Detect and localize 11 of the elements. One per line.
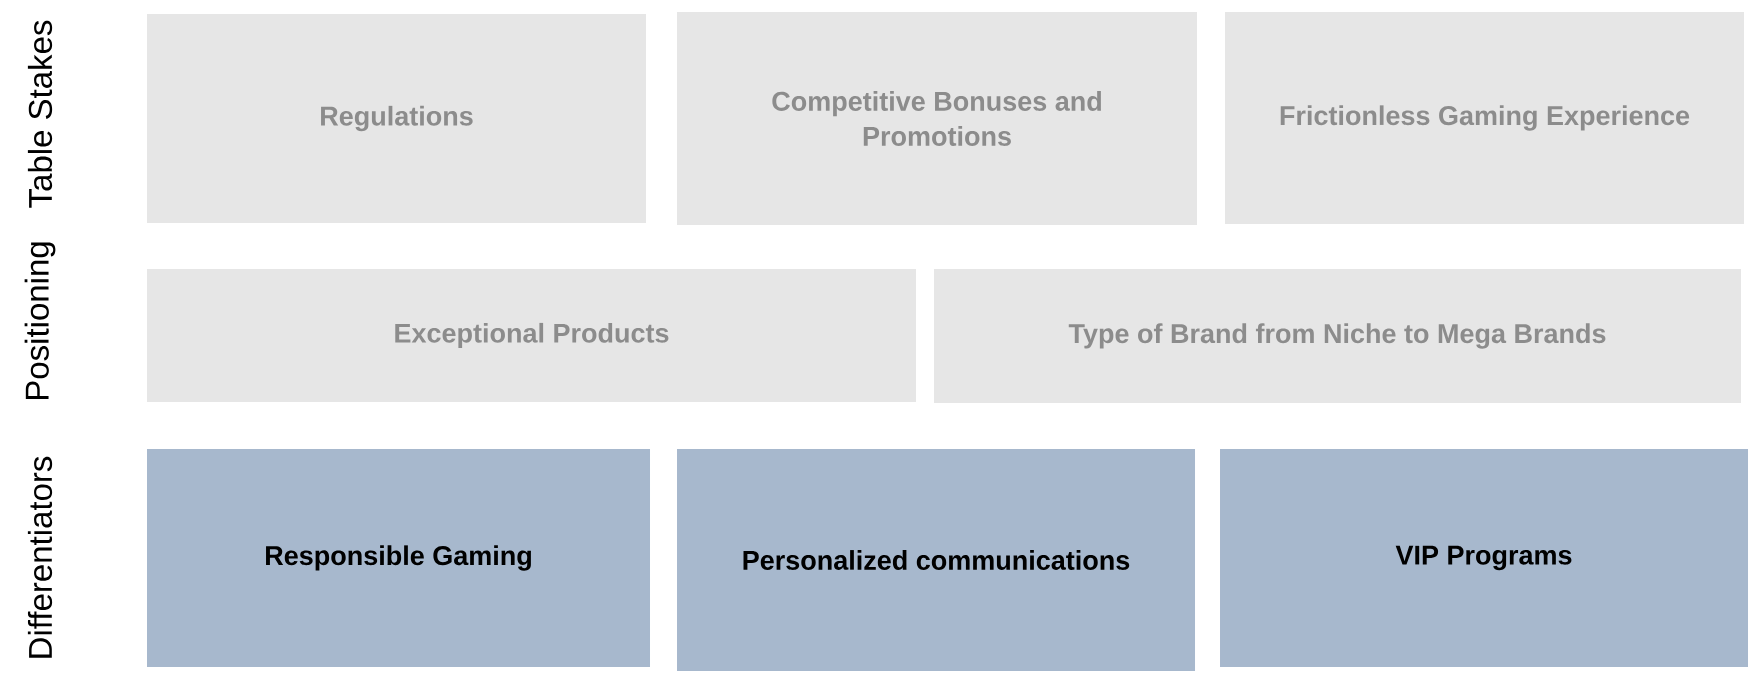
- row-label: Differentiators: [27, 456, 53, 658]
- category-box: Frictionless Gaming Experience: [1225, 12, 1744, 224]
- category-box: Regulations: [147, 14, 646, 223]
- row-label: Table Stakes: [27, 20, 53, 208]
- highlighted-box: VIP Programs: [1220, 449, 1748, 667]
- highlighted-box: Personalized communications: [677, 449, 1195, 671]
- category-box: Competitive Bonuses and Promotions: [677, 12, 1197, 225]
- category-box: Type of Brand from Niche to Mega Brands: [934, 269, 1741, 403]
- category-box: Exceptional Products: [147, 269, 916, 402]
- highlighted-box: Responsible Gaming: [147, 449, 650, 667]
- row-label: Positioning: [24, 242, 56, 399]
